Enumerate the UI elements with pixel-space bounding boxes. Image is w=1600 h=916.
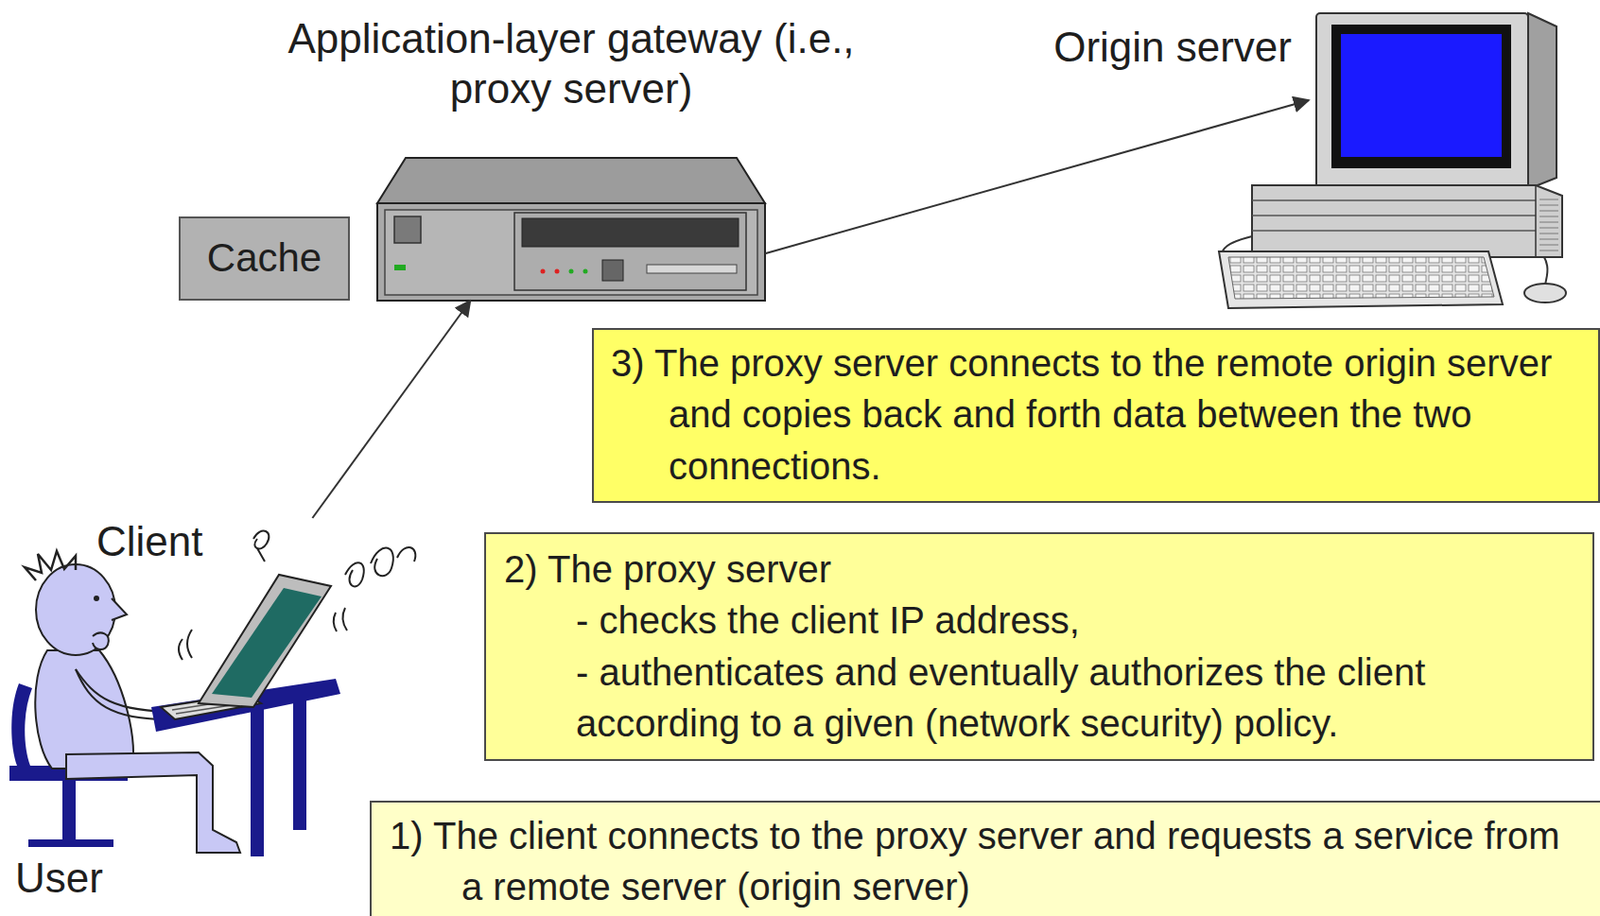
origin-server: Origin server xyxy=(1308,9,1583,313)
proxy-server: Application-layer gateway (i.e., proxy s… xyxy=(377,157,766,301)
step-item: - authenticates and eventually authorize… xyxy=(575,646,1582,750)
step-note: 1) The client connects to the proxy serv… xyxy=(369,800,1600,916)
step-heading: 2) The proxy server xyxy=(504,543,1582,595)
server-label: Origin server xyxy=(1053,22,1292,73)
connector-arrow xyxy=(765,100,1309,254)
cache-box: Cache xyxy=(178,216,350,301)
client-label: Client xyxy=(96,518,204,567)
step-text: 3) The proxy server connects to the remo… xyxy=(668,337,1587,492)
step-note: 2) The proxy server- checks the client I… xyxy=(484,532,1595,762)
step-item: - checks the client IP address, xyxy=(575,594,1582,646)
step-text: 1) The client connects to the proxy serv… xyxy=(461,810,1591,914)
proxy-device xyxy=(377,157,766,301)
connector-arrow xyxy=(312,300,470,519)
cache-label: Cache xyxy=(207,236,322,280)
user-figure xyxy=(9,531,416,857)
user-label: User xyxy=(15,854,104,904)
step-note: 3) The proxy server connects to the remo… xyxy=(591,328,1600,504)
client-user: ClientUser xyxy=(9,518,350,908)
device-label: Application-layer gateway (i.e., proxy s… xyxy=(273,14,870,115)
